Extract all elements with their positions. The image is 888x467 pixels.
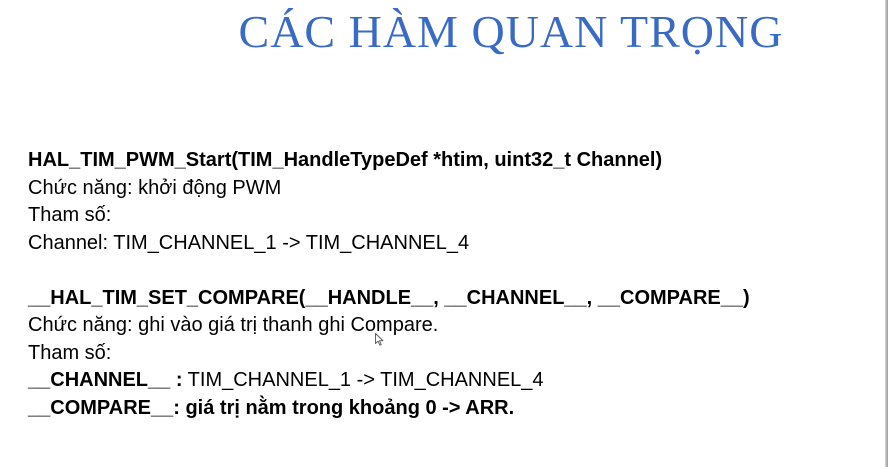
slide-title: CÁC HÀM QUAN TRỌNG bbox=[238, 6, 784, 57]
spacer bbox=[28, 257, 878, 285]
param-channel-name: __CHANNEL__ : bbox=[28, 369, 183, 391]
param-channel: Channel: TIM_CHANNEL_1 -> TIM_CHANNEL_4 bbox=[28, 231, 470, 254]
function-description: Chức năng: ghi vào giá trị thanh ghi Com… bbox=[28, 314, 439, 336]
params-label: Tham số: bbox=[28, 204, 112, 226]
function-signature-pwm-start: HAL_TIM_PWM_Start(TIM_HandleTypeDef *hti… bbox=[28, 149, 663, 171]
window-edge bbox=[885, 0, 888, 467]
param-channel-line: __CHANNEL__ : TIM_CHANNEL_1 -> TIM_CHANN… bbox=[28, 367, 878, 395]
function-description: Chức năng: khởi động PWM bbox=[28, 176, 282, 199]
mouse-cursor-icon bbox=[375, 333, 384, 346]
param-channel-value: TIM_CHANNEL_1 -> TIM_CHANNEL_4 bbox=[182, 369, 544, 391]
param-compare: __COMPARE__: giá trị nằm trong khoảng 0 … bbox=[28, 396, 515, 419]
slide-content: HAL_TIM_PWM_Start(TIM_HandleTypeDef *hti… bbox=[28, 147, 878, 422]
function-signature-set-compare: __HAL_TIM_SET_COMPARE(__HANDLE__, __CHAN… bbox=[28, 286, 750, 309]
params-label: Tham số: bbox=[28, 341, 112, 364]
